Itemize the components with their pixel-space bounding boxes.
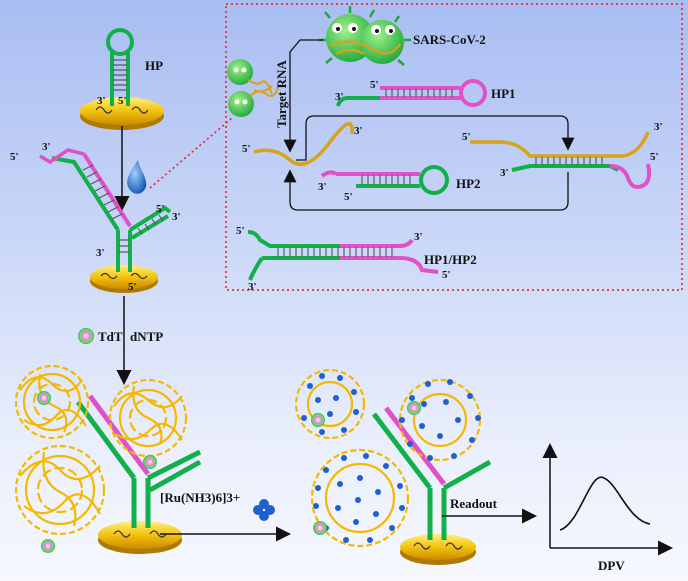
label-y-3prime-left: 3': [42, 141, 51, 153]
label-hp1: HP1: [491, 86, 516, 101]
label-hp2-3prime: 3': [318, 181, 327, 193]
label-rna-5prime: 5': [242, 143, 251, 155]
label-tdt: TdT: [98, 329, 123, 344]
label-rna-3prime: 3': [354, 125, 363, 137]
tdt-bound-icon: [407, 401, 421, 415]
label-dup2-3prime-b: 3': [248, 281, 257, 293]
label-dup2-3prime: 3': [414, 231, 423, 243]
tdt-bound-icon: [311, 413, 325, 427]
label-dpv: DPV: [598, 558, 625, 573]
label-hp1hp2: HP1/HP2: [424, 252, 477, 267]
label-duplex-5prime: 5': [462, 131, 471, 143]
tdt-bound-icon: [143, 455, 157, 469]
label-y-3prime-right: 3': [172, 211, 181, 223]
label-hp2-5prime: 5': [344, 191, 353, 203]
drop-icon: [127, 160, 147, 194]
arrow-cycle-middle: [283, 169, 569, 211]
label-hp1-5prime: 5': [370, 79, 379, 91]
label-dntp: dNTP: [130, 329, 163, 344]
hp-loop: [106, 28, 134, 56]
virus-small-icon: [227, 59, 279, 117]
label-duplex-3prime: 3': [654, 121, 663, 133]
hp2-hairpin: [320, 165, 449, 195]
target-rna-strand: [253, 122, 354, 166]
label-target-rna: Target RNA: [274, 60, 289, 128]
ru-bound-dots: [301, 373, 481, 543]
inset-connector: [149, 117, 233, 189]
label-duplex-3prime-b: 3': [500, 167, 509, 179]
label-hp-5prime: 5': [118, 95, 127, 107]
electrode-extended: [75, 394, 202, 554]
ru-complex-icon: [253, 499, 275, 521]
sars-cov-2-icon: [319, 6, 411, 66]
rna-hp1-duplex: [470, 131, 652, 189]
arrow-rna-release: [283, 39, 323, 153]
dpv-peak-curve: [559, 476, 651, 531]
electrode-hp: [80, 28, 164, 130]
label-hp-3prime: 3': [97, 95, 106, 107]
label-hp2: HP2: [456, 176, 481, 191]
tdt-bound-icon: [37, 391, 51, 405]
tdt-bound-icon: [41, 539, 55, 553]
hp1-hairpin: [336, 79, 487, 107]
label-duplex-5prime-b: 5': [650, 151, 659, 163]
label-dup2-5prime-b: 5': [442, 269, 451, 281]
hp1-hp2-duplex: [247, 230, 439, 281]
electrode-ru-loaded: [372, 406, 492, 565]
arrow-cycle-top: [296, 115, 575, 161]
label-hp: HP: [145, 58, 163, 73]
tdt-enzyme-icon: [78, 328, 94, 344]
label-sars: SARS-CoV-2: [413, 32, 486, 47]
label-ru: [Ru(NH3)6]3+: [160, 490, 240, 505]
label-readout: Readout: [450, 496, 498, 511]
label-y-5prime-right: 5': [156, 203, 165, 215]
dna-tangle-left-group: [14, 364, 188, 536]
tdt-bound-icon: [313, 521, 327, 535]
dpv-plot: [542, 443, 673, 556]
label-dup2-5prime: 5': [236, 225, 245, 237]
electrode-y-structure: [39, 148, 172, 293]
label-y-3prime-trunk: 3': [96, 247, 105, 259]
inset-box: [225, 3, 683, 291]
label-y-5prime-trunk: 5': [128, 281, 137, 293]
label-y-5prime-left: 5': [10, 151, 19, 163]
label-hp1-3prime: 3': [335, 91, 344, 103]
